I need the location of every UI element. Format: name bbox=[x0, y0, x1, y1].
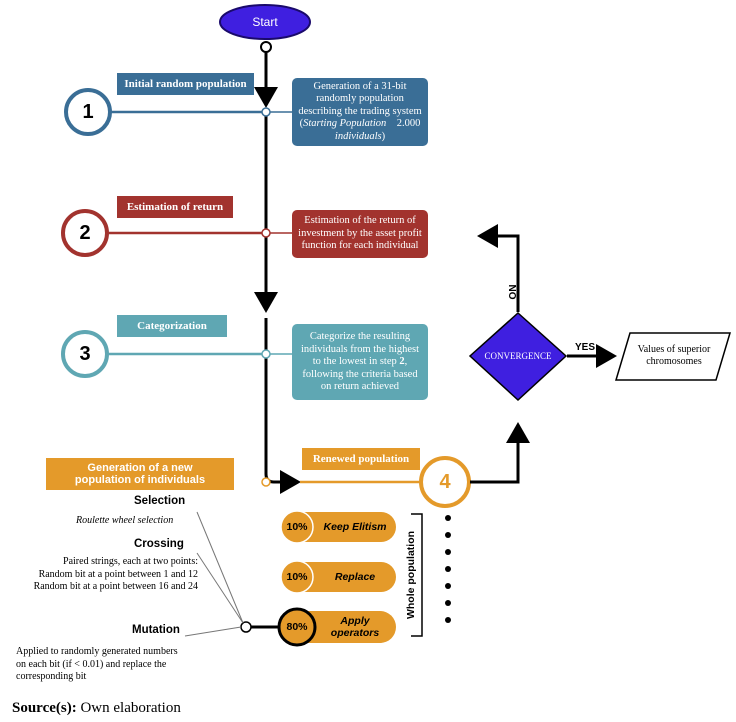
no-label: NO bbox=[506, 284, 518, 300]
step-3-tag: Categorization bbox=[117, 315, 227, 337]
convergence-label: CONVERGENCE bbox=[484, 351, 552, 361]
main-flow-curve bbox=[264, 470, 301, 494]
selection-leader bbox=[196, 511, 244, 624]
mutation-line-2: on each bit (if < 0.01) and replace the bbox=[16, 658, 167, 670]
step-1-desc-tail: individuals bbox=[334, 130, 382, 142]
to-convergence-line bbox=[470, 422, 530, 484]
step-2-tag: Estimation of return bbox=[117, 196, 233, 218]
source-line: Source(s): Own elaboration bbox=[12, 700, 181, 717]
crossing-line-2: Random bit at a point between 1 and 12 bbox=[38, 568, 198, 580]
selection-desc: Roulette wheel selection bbox=[76, 515, 174, 526]
yes-label: YES bbox=[574, 341, 595, 353]
step-1-tag: Initial random population bbox=[117, 73, 254, 95]
step-1-number: 1 bbox=[82, 100, 94, 123]
superior-parallelogram bbox=[614, 332, 732, 381]
new-population-tag: Generation of a new population of indivi… bbox=[46, 458, 234, 490]
selection-title: Selection bbox=[134, 495, 186, 507]
step-4-tag: Renewed population bbox=[302, 448, 420, 470]
step-1-desc-value: 2.000 bbox=[396, 118, 421, 130]
step-1-description: Generation of a 31-bit randomly populati… bbox=[292, 78, 428, 146]
crossing-title: Crossing bbox=[134, 538, 184, 550]
step-4-circle bbox=[419, 456, 471, 508]
op-2-circle bbox=[280, 560, 314, 594]
step-1-desc-line-3: describing the trading system bbox=[298, 105, 422, 117]
mutation-title: Mutation bbox=[132, 624, 180, 636]
step-1-desc-line-4: (Starting Population 2.000 bbox=[299, 118, 421, 130]
source-label: Source(s): bbox=[12, 700, 77, 716]
step-4-orange-dot bbox=[261, 477, 271, 487]
step-3-number: 3 bbox=[79, 342, 91, 365]
no-arrow bbox=[477, 224, 520, 312]
step-4-number: 4 bbox=[439, 470, 451, 493]
op-3-label: Apply operators bbox=[330, 615, 380, 639]
mutation-line-3: corresponding bit bbox=[16, 671, 87, 682]
step-2-number: 2 bbox=[79, 221, 91, 244]
step-1-desc-italic: Starting Population bbox=[303, 118, 387, 130]
convergence-diamond bbox=[468, 311, 568, 402]
source-text: Own elaboration bbox=[80, 700, 181, 716]
op-1-label: Keep Elitism bbox=[323, 521, 387, 533]
mutation-line-1: Applied to randomly generated numbers bbox=[16, 646, 178, 657]
operators-hub bbox=[240, 621, 252, 633]
mutation-leader bbox=[184, 626, 242, 637]
step-3-dot bbox=[261, 349, 271, 359]
step-2-dot bbox=[261, 228, 271, 238]
whole-population-label: Whole population bbox=[405, 530, 417, 620]
step-1-dot bbox=[261, 107, 271, 117]
start-connector-dot bbox=[260, 41, 272, 53]
crossing-desc: Paired strings, each at two points: Rand… bbox=[12, 556, 198, 594]
whole-population-bracket bbox=[411, 513, 423, 637]
superior-label: Values of superior chromosomes bbox=[637, 344, 711, 367]
op-2-pct: 10% bbox=[286, 571, 308, 583]
step-3-desc-post: , following the criteria based on return… bbox=[302, 356, 418, 392]
crossing-leader bbox=[196, 552, 244, 624]
ellipsis-dots bbox=[445, 515, 451, 623]
step-3-desc-pre: Categorize the resulting individuals fro… bbox=[300, 331, 420, 367]
op-3-pct: 80% bbox=[286, 621, 308, 633]
step-2-description: Estimation of the return of investment b… bbox=[292, 210, 428, 258]
crossing-line-3: Random bit at a point between 16 and 24 bbox=[33, 581, 198, 592]
mutation-desc: Applied to randomly generated numbers on… bbox=[16, 646, 236, 684]
start-ellipse bbox=[219, 4, 311, 40]
op-1-pct: 10% bbox=[286, 521, 308, 533]
step-1-desc-line-1: Generation of a 31-bit bbox=[313, 80, 407, 92]
crossing-line-1: Paired strings, each at two points: bbox=[63, 556, 198, 567]
op-2-label: Replace bbox=[334, 571, 376, 583]
step-3-description: Categorize the resulting individuals fro… bbox=[292, 324, 428, 400]
start-label: Start bbox=[252, 15, 278, 29]
step-1-desc-line-5: individuals) bbox=[334, 130, 386, 142]
step-3-desc-bold: 2 bbox=[399, 356, 405, 367]
op-1-circle bbox=[280, 510, 314, 544]
step-1-desc-line-2: randomly population bbox=[316, 93, 404, 105]
